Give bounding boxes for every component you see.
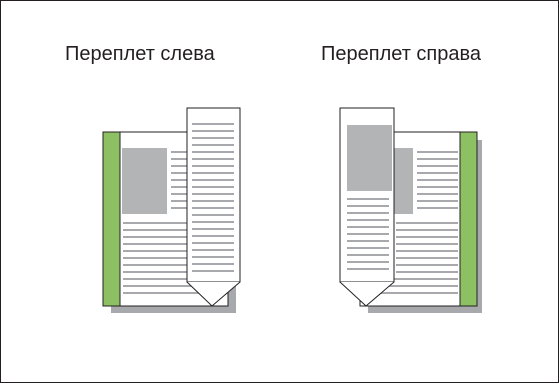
right-binding-illustration <box>340 108 482 313</box>
left-back-page-image <box>122 148 167 214</box>
left-binding-strip <box>103 132 120 306</box>
right-binding-strip <box>460 132 477 306</box>
right-back-page-image <box>394 148 413 214</box>
left-binding-illustration <box>103 108 240 313</box>
right-front-page-image <box>347 125 392 191</box>
